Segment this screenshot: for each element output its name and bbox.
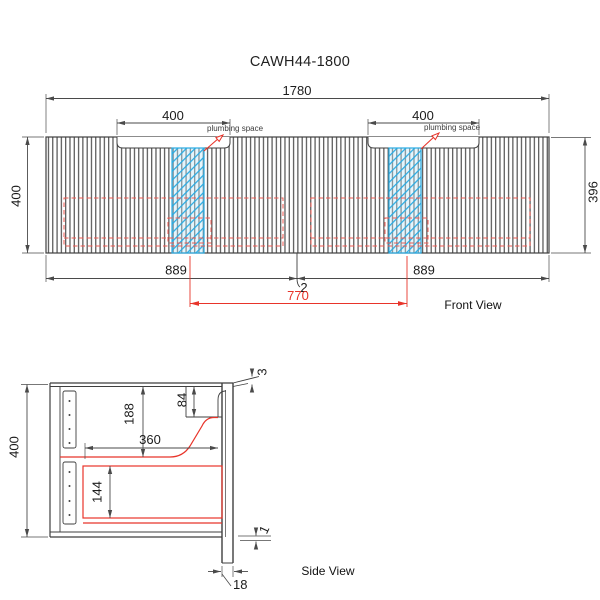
front-cabinet-body [45,136,550,254]
side-recess-box [185,386,222,418]
plumbing-callout-right: plumbing space [420,123,481,150]
front-view: 1780 400 400 plumbing space pl [8,83,600,312]
side-drawer-rails [62,390,77,525]
dim-plumbing-centers: 770 [189,256,408,307]
dim-height-left-text: 400 [8,185,23,207]
plumbing-label-right: plumbing space [424,123,481,132]
dim-cutout-left-text: 400 [162,108,184,123]
dim-cutout-right-text: 400 [412,108,434,123]
dim-recess-depth: 84 [174,386,197,417]
dim-drawer-height: 144 [89,466,113,518]
side-drawer-profile [60,416,223,524]
dim-recess-depth-text: 84 [174,393,189,407]
plumbing-callout-left: plumbing space [203,124,264,152]
dim-bottom-lip-text: 1 [256,523,273,536]
dim-cutout-right: 400 [367,108,480,135]
hidden-drawer-outline-right [310,197,531,247]
dim-internal-depth-text: 360 [139,432,161,447]
dim-top-section-text: 188 [121,403,136,425]
plumbing-space-hatch-left [171,147,205,254]
dim-top-section: 188 [121,386,146,457]
gap-leader-line [296,253,301,288]
dim-front-thickness: 18 [208,566,248,592]
dim-height-left: 400 [8,136,44,254]
dim-side-height: 400 [6,384,48,538]
dim-drawer-height-text: 144 [89,481,104,503]
side-carcass [49,382,233,538]
dim-gap-text: 2 [300,280,307,295]
dim-top-thickness: 3 [249,368,269,393]
side-view: 400 188 360 84 3 144 [6,368,354,592]
dim-top-thickness-text: 3 [254,368,269,375]
dim-bottom-halves: 889 889 2 [45,253,550,295]
dim-overall-width: 1780 [45,83,550,133]
drawing-title: CAWH44-1800 [250,54,350,70]
plumbing-label-left: plumbing space [207,124,264,133]
dim-internal-depth: 360 [84,432,218,459]
front-handle-cutout-right [367,137,480,149]
dim-bottom-lip: 1 [238,523,273,550]
plumbing-space-hatch-right [388,147,422,254]
dim-front-thickness-text: 18 [233,577,247,592]
dim-bottom-right-text: 889 [413,263,435,278]
dim-cutout-left: 400 [116,108,231,135]
dim-plumbing-centers-text: 770 [287,288,309,303]
side-view-label: Side View [301,564,354,578]
side-front-panel [217,376,260,564]
dim-bottom-left-text: 889 [165,263,187,278]
dim-overall-width-text: 1780 [283,83,312,98]
dim-side-height-text: 400 [6,436,21,458]
front-view-label: Front View [444,298,501,312]
hidden-drawer-outline-left [63,197,284,247]
dim-height-right: 396 [551,137,600,254]
dim-height-right-text: 396 [585,181,600,203]
